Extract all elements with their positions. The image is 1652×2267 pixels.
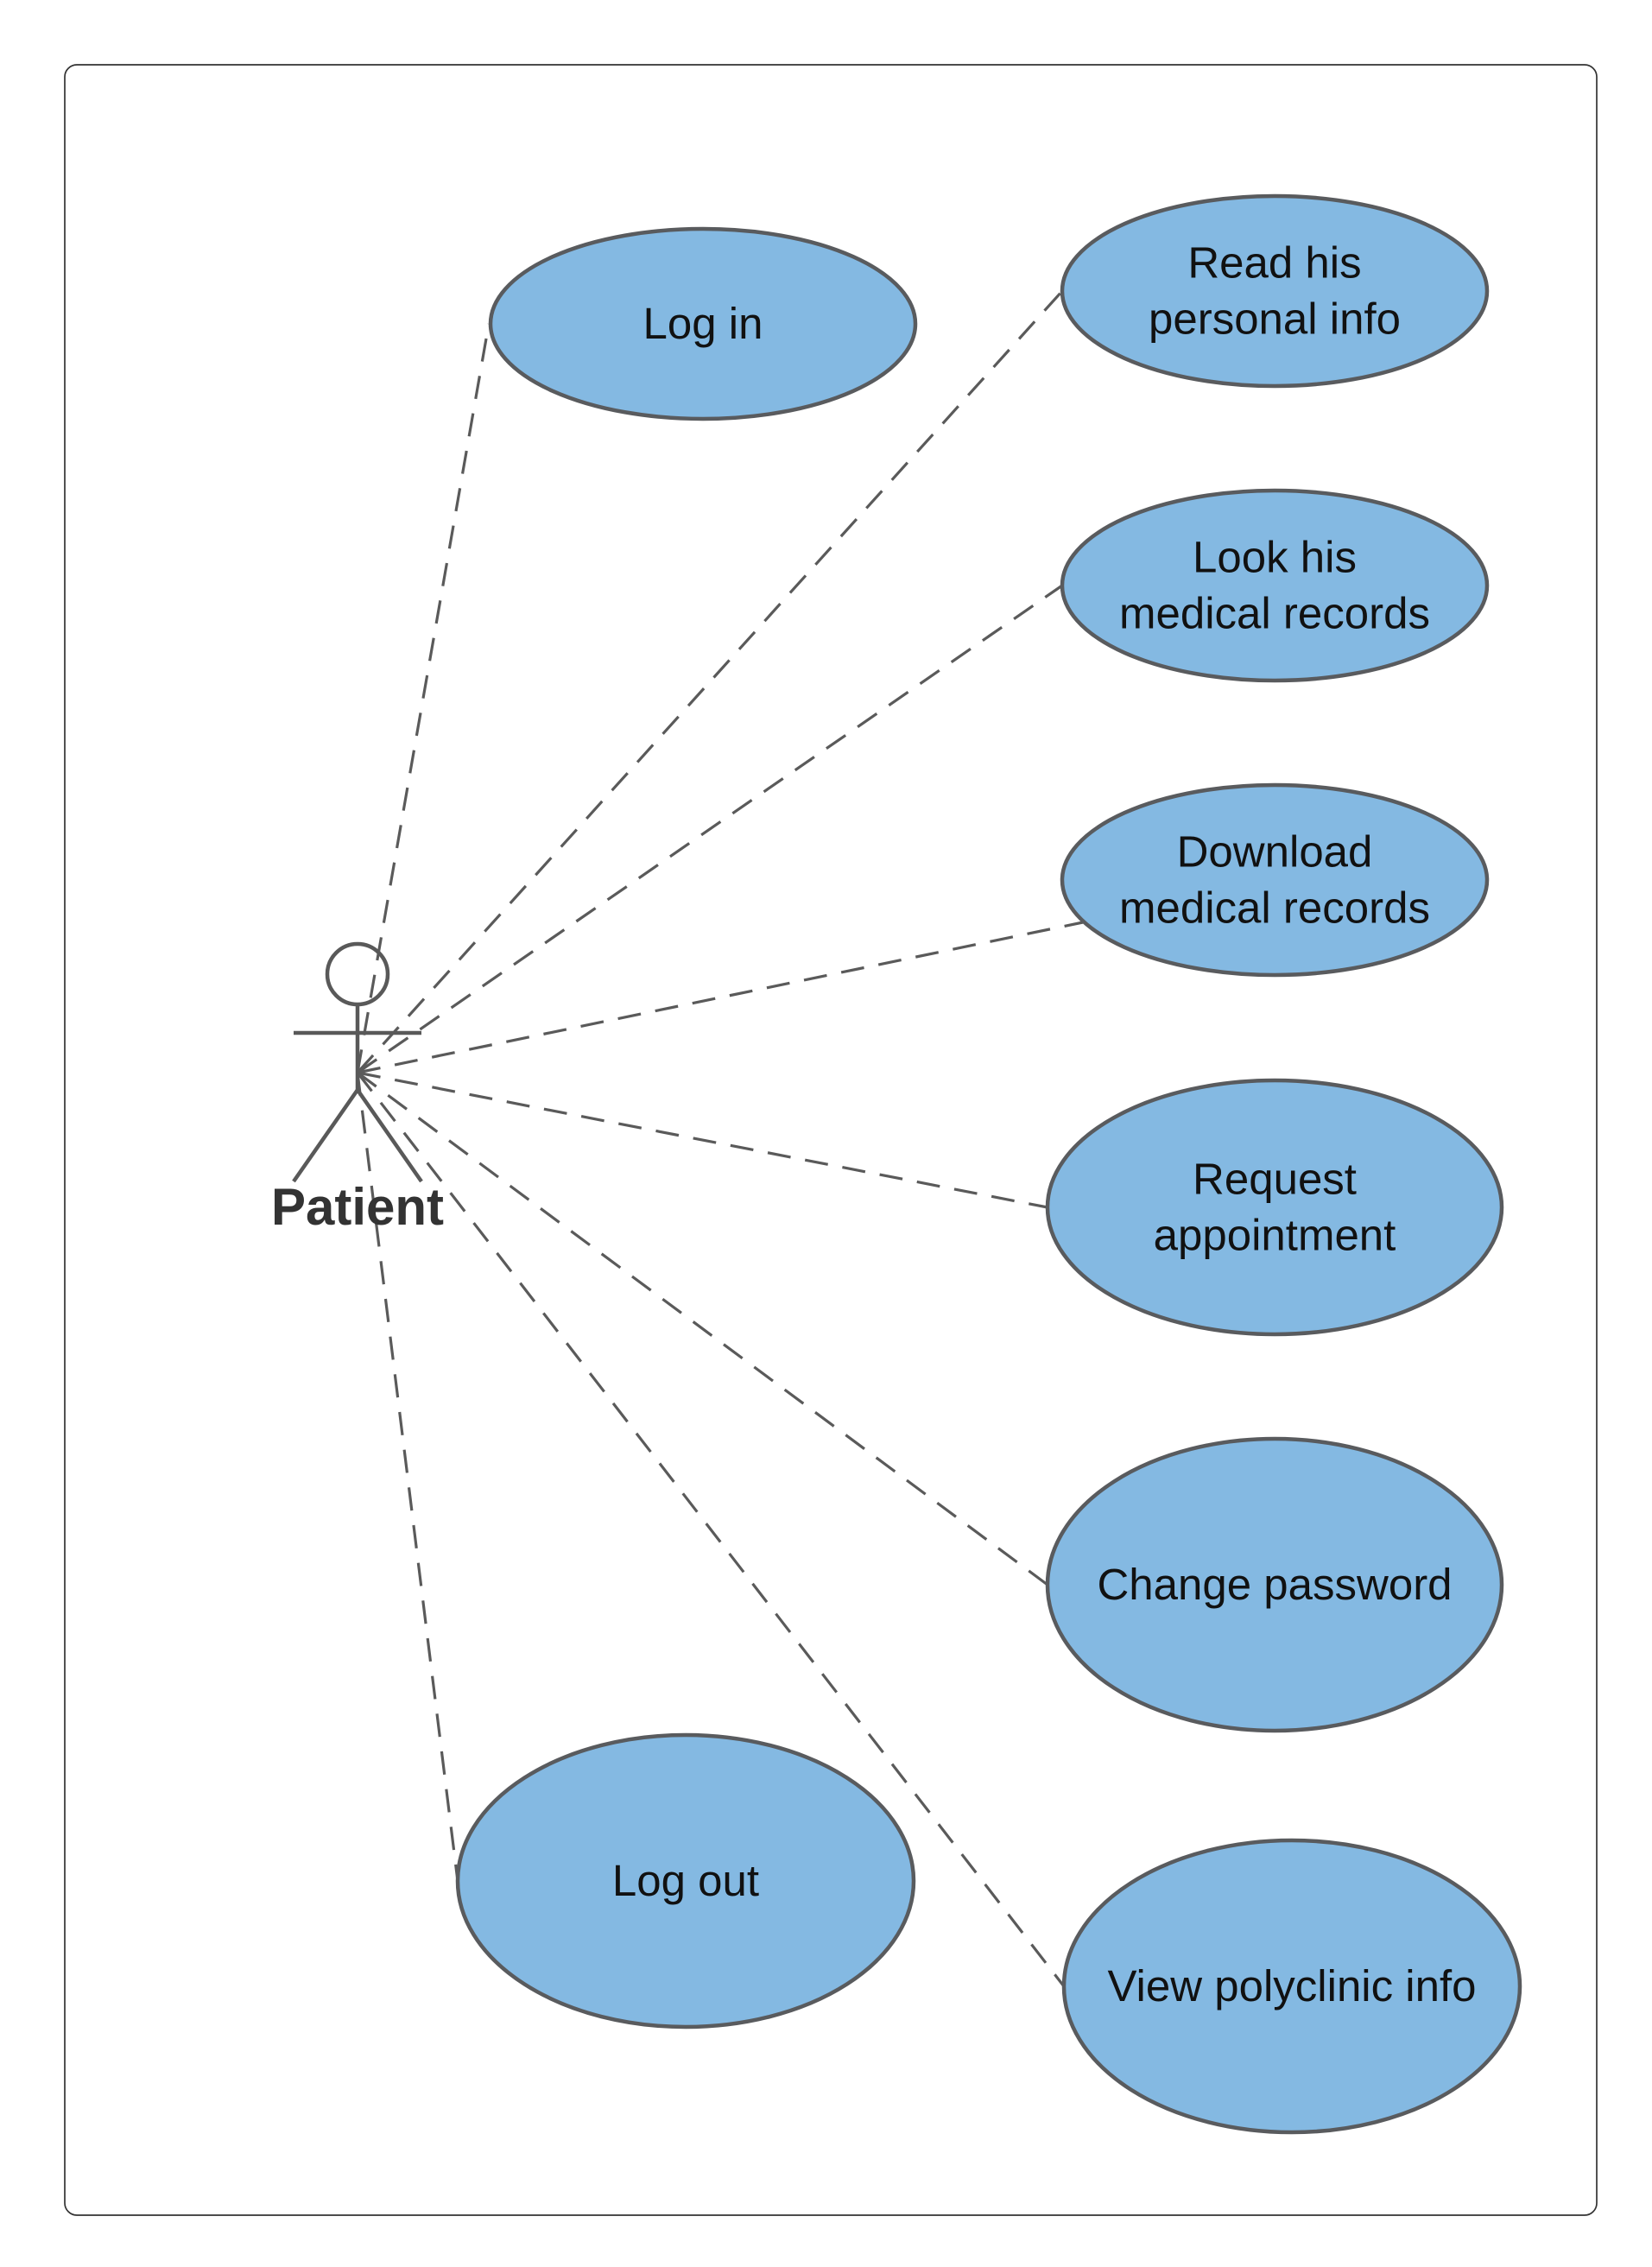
use-case-label: personal info: [1149, 294, 1401, 344]
association-line-read-personal-info: [356, 289, 1064, 1074]
actor-name: Patient: [271, 1178, 444, 1236]
association-line-change-password: [357, 1071, 1048, 1586]
use-case-download-medical-records: Download medical records: [1060, 782, 1490, 978]
use-case-ellipse: [455, 1732, 916, 2030]
use-case-label: medical records: [1119, 883, 1430, 933]
use-case-ellipse: [1060, 193, 1490, 389]
actor-left-leg: [292, 1088, 359, 1183]
use-case-change-password: Change password: [1045, 1436, 1504, 1733]
actor-right-leg: [356, 1088, 423, 1183]
use-case-label: Read his: [1187, 238, 1361, 288]
use-case-log-in: Log in: [488, 226, 918, 421]
use-case-look-medical-records: Look his medical records: [1060, 488, 1490, 683]
association-line-request-appointment: [357, 1071, 1048, 1209]
association-line-view-polyclinic-info: [356, 1072, 1066, 1987]
use-case-label: Look his: [1193, 533, 1357, 582]
association-lines: [356, 289, 1084, 1987]
use-case-label: View polyclinic info: [1107, 1961, 1476, 2011]
use-case-ellipse: [1060, 782, 1490, 978]
actor-head: [325, 941, 390, 1007]
association-line-look-medical-records: [357, 584, 1063, 1074]
association-line-log-in: [356, 323, 491, 1073]
use-case-label: medical records: [1119, 589, 1430, 638]
use-case-label: Download: [1177, 827, 1373, 877]
use-case-view-polyclinic-info: View polyclinic info: [1061, 1838, 1522, 2135]
diagram-frame: [64, 64, 1598, 2216]
association-line-download-medical-records: [357, 921, 1084, 1074]
use-case-label: Request: [1193, 1155, 1357, 1204]
use-case-ellipse: [1061, 1838, 1522, 2135]
association-line-log-out: [356, 1072, 459, 1882]
use-case-ellipse: [488, 226, 918, 421]
use-case-label: Log in: [643, 299, 763, 348]
use-case-label: appointment: [1154, 1211, 1396, 1260]
use-case-read-personal-info: Read his personal info: [1060, 193, 1490, 389]
use-case-ellipse: [1045, 1436, 1504, 1733]
use-case-label: Change password: [1097, 1560, 1452, 1609]
actor-patient: Patient: [271, 941, 444, 1236]
use-case-label: Log out: [612, 1856, 759, 1905]
use-case-request-appointment: Request appointment: [1045, 1078, 1504, 1337]
use-case-log-out: Log out: [455, 1732, 916, 2030]
use-case-ellipse: [1045, 1078, 1504, 1337]
use-case-ellipse: [1060, 488, 1490, 683]
